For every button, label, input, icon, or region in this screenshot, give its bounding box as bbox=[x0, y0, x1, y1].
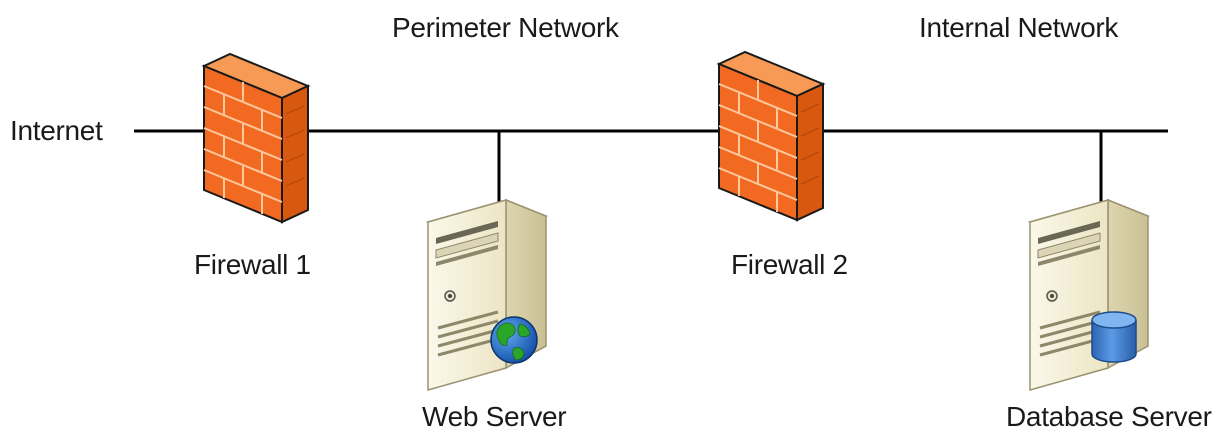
internet-label: Internet bbox=[10, 115, 103, 146]
globe-icon bbox=[490, 316, 538, 364]
firewall-2-label: Firewall 2 bbox=[731, 249, 848, 280]
database-server-label: Database Server bbox=[1006, 401, 1212, 432]
web-server-label: Web Server bbox=[422, 401, 567, 432]
web-server-icon bbox=[426, 198, 548, 392]
database-server-icon bbox=[1028, 198, 1150, 392]
database-cylinder-icon bbox=[1091, 311, 1137, 363]
firewall-1-label: Firewall 1 bbox=[194, 249, 311, 280]
firewall-1-icon bbox=[203, 53, 309, 223]
internal-network-label: Internal Network bbox=[919, 12, 1119, 43]
firewall-2-icon bbox=[718, 51, 824, 221]
perimeter-network-label: Perimeter Network bbox=[392, 12, 619, 43]
